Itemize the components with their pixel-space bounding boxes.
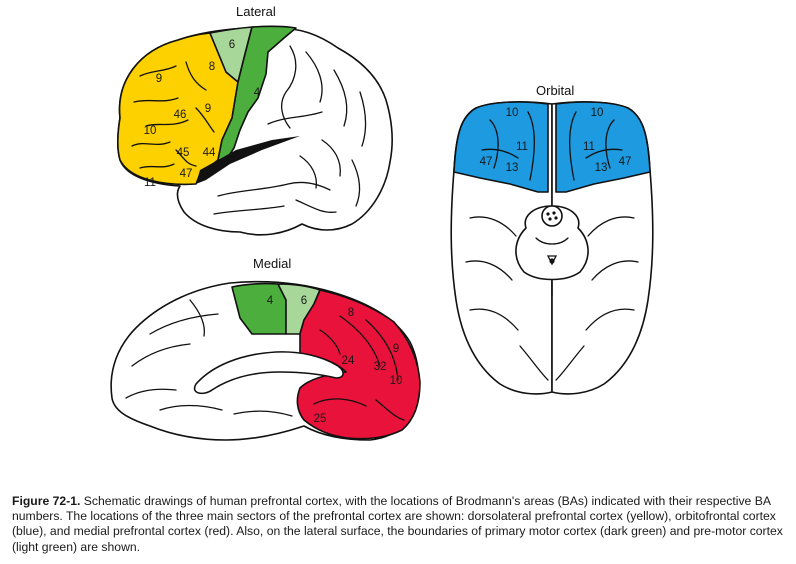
lateral-ba-label: 8 (209, 61, 215, 73)
medial-ba-label: 25 (314, 413, 327, 425)
brain-figure: Lateral (110, 4, 654, 441)
medial-ba-label: 24 (342, 355, 355, 367)
medial-ba-label: 10 (390, 375, 403, 387)
orbital-orbitofrontal-right (555, 101, 651, 193)
medial-ba-label: 8 (348, 307, 354, 319)
orbital-ba-label: 47 (480, 156, 493, 168)
lateral-ba-label: 46 (174, 109, 187, 121)
figure-caption: Figure 72-1. Schematic drawings of human… (12, 494, 784, 555)
orbital-ba-label: 47 (619, 156, 632, 168)
medial-view: Medial 4 6 8 9 24 32 (110, 256, 421, 441)
medial-ba-label: 32 (374, 361, 387, 373)
lateral-title: Lateral (236, 4, 276, 19)
orbital-ba-label: 10 (591, 107, 604, 119)
lateral-view: Lateral (116, 4, 393, 236)
sylvian-fissure (196, 136, 300, 184)
medial-premotor-region (277, 283, 321, 335)
lateral-ba-label: 4 (254, 87, 261, 99)
orbital-title: Orbital (536, 83, 574, 98)
lateral-ba-label: 47 (180, 168, 193, 180)
orbital-ba-label: 13 (506, 162, 519, 174)
lateral-ba-label: 10 (144, 125, 157, 137)
medial-sulci (125, 299, 405, 421)
figure-caption-text: Schematic drawings of human prefrontal c… (12, 494, 783, 554)
orbital-ba-label: 10 (506, 107, 519, 119)
lateral-ba-label: 6 (229, 39, 235, 51)
lateral-ba-label: 9 (205, 103, 211, 115)
lateral-ba-label: 44 (203, 147, 216, 159)
orbital-sulci (465, 111, 639, 381)
orbital-ba-label: 11 (583, 141, 595, 153)
medial-title: Medial (253, 256, 291, 271)
orbital-ba-label: 11 (516, 141, 528, 153)
medial-ba-label: 6 (301, 295, 307, 307)
lateral-sulci (131, 45, 367, 215)
medial-motor-region (231, 282, 287, 335)
corpus-callosum (193, 351, 344, 395)
lateral-motor-region (217, 25, 297, 161)
lateral-ba-label: 9 (156, 73, 162, 85)
orbital-orbitofrontal-left (453, 101, 549, 193)
orbital-ba-label: 13 (595, 162, 608, 174)
figure-caption-label: Figure 72-1. (12, 494, 81, 508)
lateral-ba-label: 11 (144, 177, 156, 189)
medial-ba-label: 9 (393, 343, 399, 355)
medial-prefrontal-region (296, 289, 421, 440)
medial-ba-label: 4 (267, 295, 274, 307)
orbital-view: Orbital (450, 83, 654, 395)
brainstem (515, 205, 589, 297)
lateral-ba-label: 45 (177, 147, 190, 159)
